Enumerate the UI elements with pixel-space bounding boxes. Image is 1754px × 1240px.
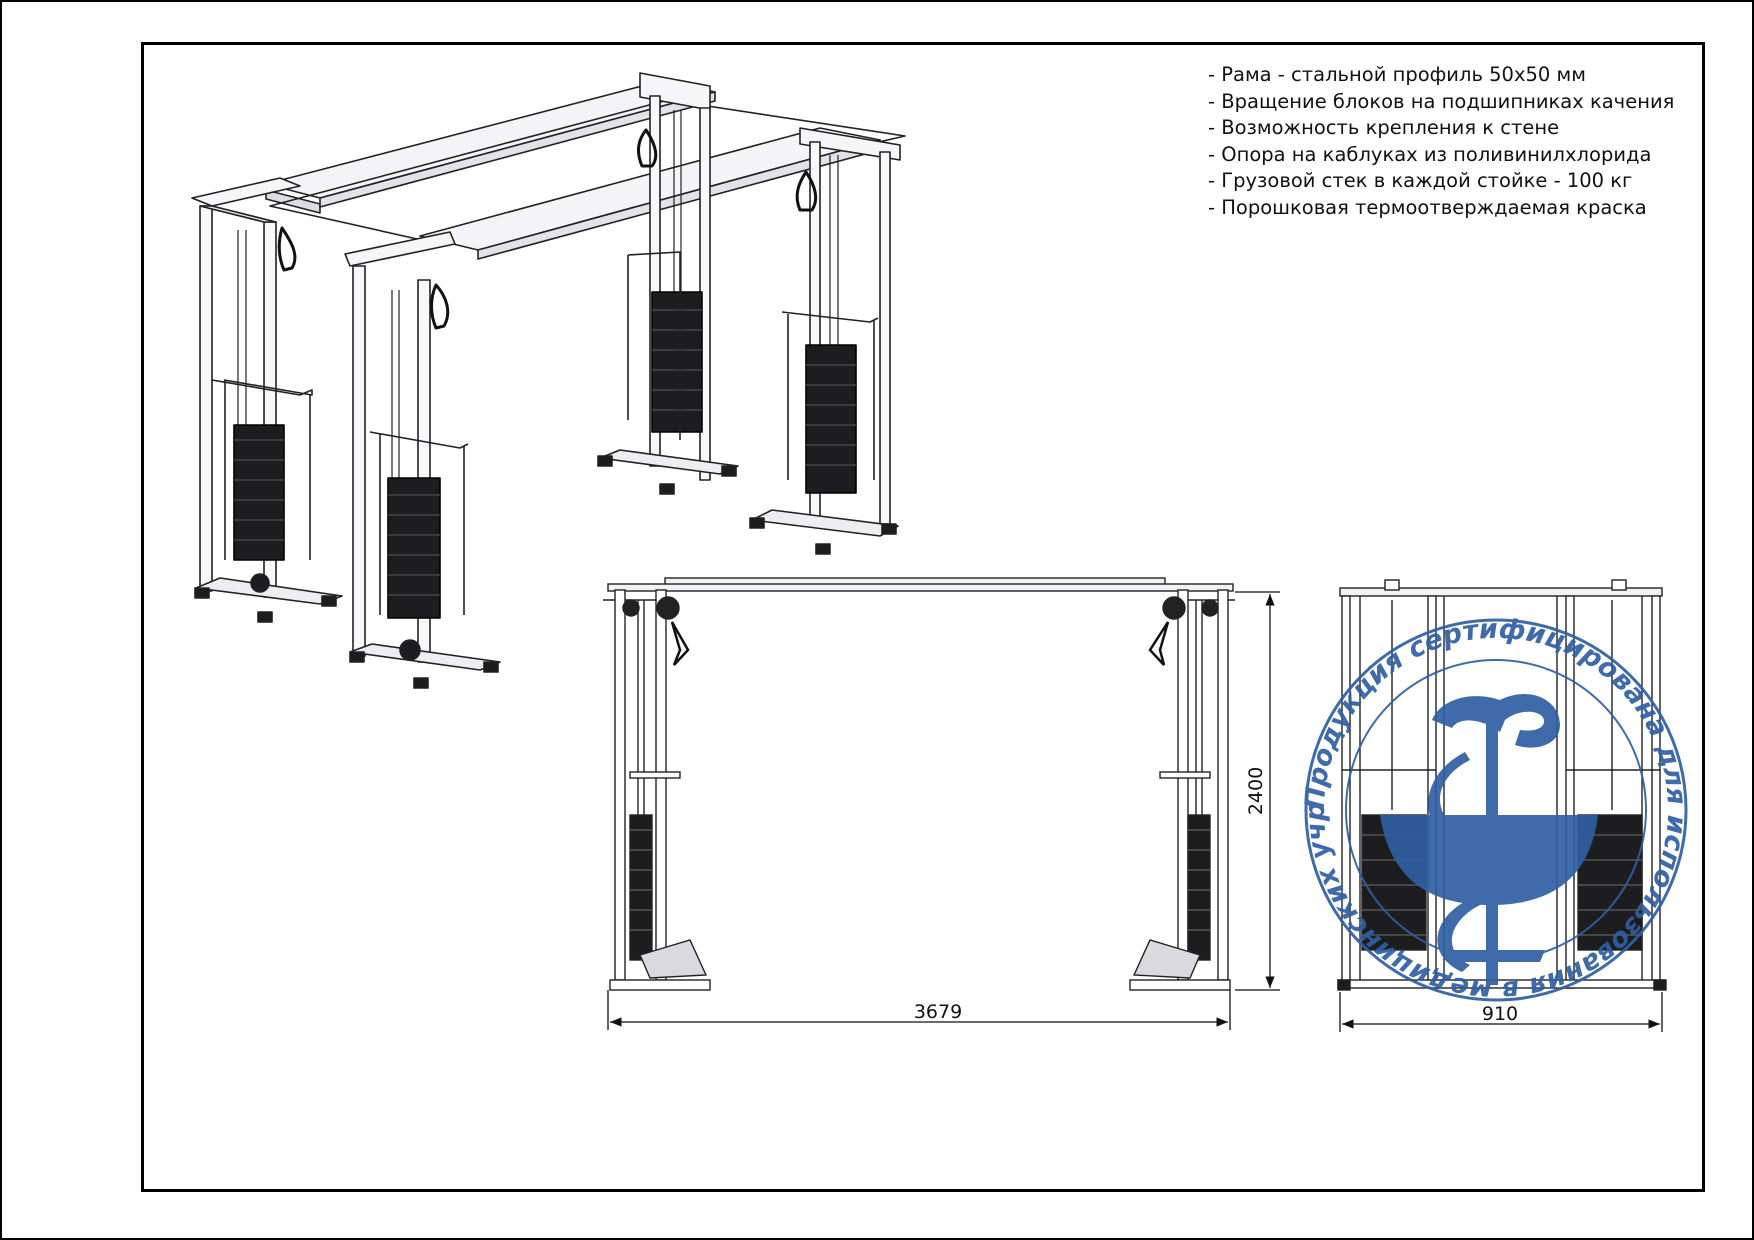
- tower-rear-right: [749, 141, 899, 555]
- isometric-view: [191, 72, 906, 689]
- spec-item: - Рама - стальной профиль 50х50 мм: [1208, 63, 1586, 86]
- spec-list: - Рама - стальной профиль 50х50 мм - Вра…: [1208, 62, 1674, 222]
- drawing-frame: [141, 42, 1705, 1192]
- tower-front-left: [194, 205, 343, 623]
- spec-item: - Вращение блоков на подшипниках качения: [1208, 89, 1675, 113]
- spec-item: - Возможность крепления к стене: [1208, 116, 1560, 140]
- tower-front-center: [349, 265, 501, 689]
- spec-item: - Опора на каблуках из поливинилхлорида: [1208, 142, 1652, 166]
- dimension-height: [1235, 591, 1280, 991]
- bowl-of-hygieia-icon: [1380, 694, 1598, 985]
- dimension-depth-label: 910: [1482, 1003, 1518, 1025]
- spec-item: - Грузовой стек в каждой стойке - 100 кг: [1208, 169, 1633, 193]
- front-view: [603, 577, 1235, 991]
- dimension-width-label: 3679: [914, 1001, 962, 1023]
- dimension-depth: [1339, 992, 1663, 1032]
- tower-rear-left: [597, 95, 739, 495]
- dimension-width: [607, 990, 1231, 1030]
- dimension-height-label: 2400: [1245, 767, 1267, 815]
- spec-item: - Порошковая термоотверждаемая краска: [1208, 195, 1647, 219]
